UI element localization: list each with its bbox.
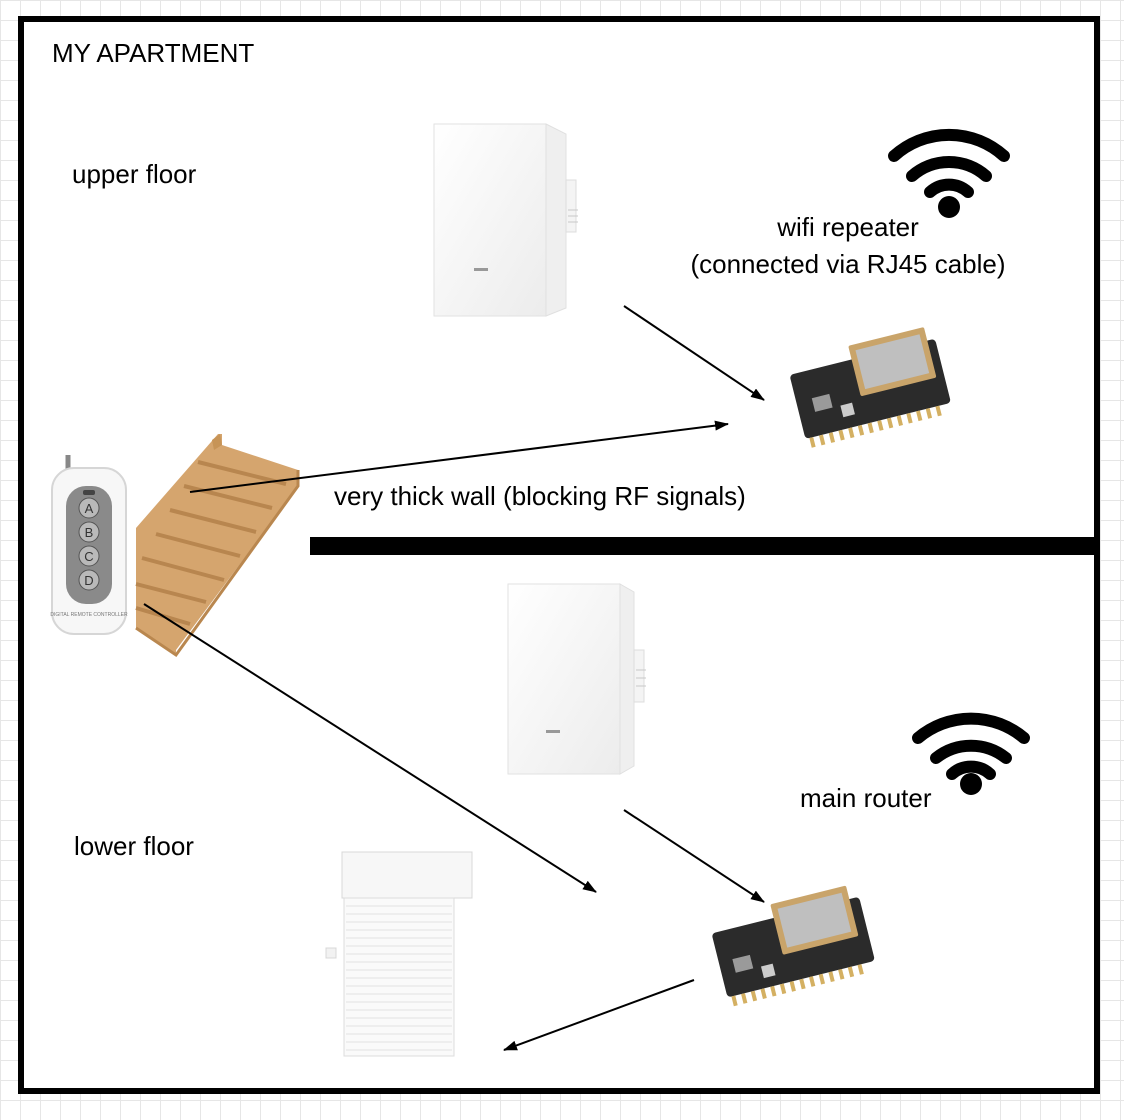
repeater-label-line2: (connected via RJ45 cable) xyxy=(690,249,1006,279)
thick-wall xyxy=(310,537,1100,555)
router-wifi-icon xyxy=(912,712,1030,795)
stairs-to-shutter-arrow xyxy=(143,603,597,893)
svg-text:C: C xyxy=(84,549,93,564)
stairs-to-upper-board-arrow xyxy=(189,420,729,493)
lower-switch-to-board-arrow xyxy=(623,809,765,903)
remote-button-a: A xyxy=(78,497,100,519)
board-to-shutter-arrow xyxy=(503,979,695,1051)
rf-remote-icon: A B C D DIGITAL REMOTE CONTROLLER xyxy=(50,455,128,635)
remote-button-c: C xyxy=(78,545,100,567)
repeater-label-line1: wifi repeater xyxy=(777,212,919,242)
lower-floor-label: lower floor xyxy=(74,831,194,861)
remote-caption: DIGITAL REMOTE CONTROLLER xyxy=(50,612,128,618)
remote-button-d: D xyxy=(78,569,100,591)
upper-wall-switch-icon xyxy=(433,123,578,317)
wall-label: very thick wall (blocking RF signals) xyxy=(334,481,746,511)
apartment-title: MY APARTMENT xyxy=(52,38,255,68)
upper-esp32-board-icon xyxy=(790,327,951,448)
upper-floor-label: upper floor xyxy=(72,159,197,189)
stairs-icon xyxy=(135,434,300,658)
roller-shutter-icon xyxy=(325,851,473,1057)
upper-switch-to-board-arrow xyxy=(623,305,765,401)
lower-esp32-board-icon xyxy=(712,885,875,1007)
signal-arrows xyxy=(143,305,765,1051)
svg-text:B: B xyxy=(85,525,94,540)
lower-wall-switch-icon xyxy=(507,583,646,775)
svg-text:D: D xyxy=(84,573,93,588)
repeater-wifi-icon xyxy=(888,128,1010,218)
svg-text:A: A xyxy=(85,501,94,516)
router-label: main router xyxy=(800,783,932,813)
remote-button-b: B xyxy=(78,521,100,543)
